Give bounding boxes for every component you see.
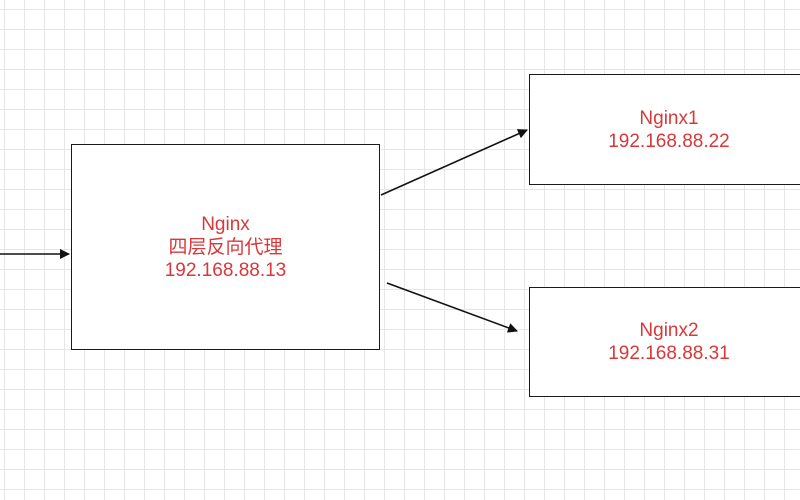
- proxy-node[interactable]: Nginx 四层反向代理 192.168.88.13: [71, 144, 380, 350]
- proxy-ip: 192.168.88.13: [164, 259, 287, 281]
- nginx2-ip: 192.168.88.31: [608, 343, 730, 364]
- arrow-proxy-to-nginx2: [386, 282, 518, 333]
- nginx2-name: Nginx2: [639, 320, 699, 341]
- nginx2-node[interactable]: Nginx2 192.168.88.31: [529, 287, 800, 397]
- nginx1-node[interactable]: Nginx1 192.168.88.22: [529, 74, 800, 185]
- nginx1-ip: 192.168.88.22: [608, 130, 730, 152]
- nginx1-name: Nginx1: [639, 107, 699, 129]
- proxy-role: 四层反向代理: [168, 236, 283, 258]
- arrow-proxy-to-nginx1: [380, 129, 528, 196]
- proxy-name: Nginx: [201, 213, 250, 235]
